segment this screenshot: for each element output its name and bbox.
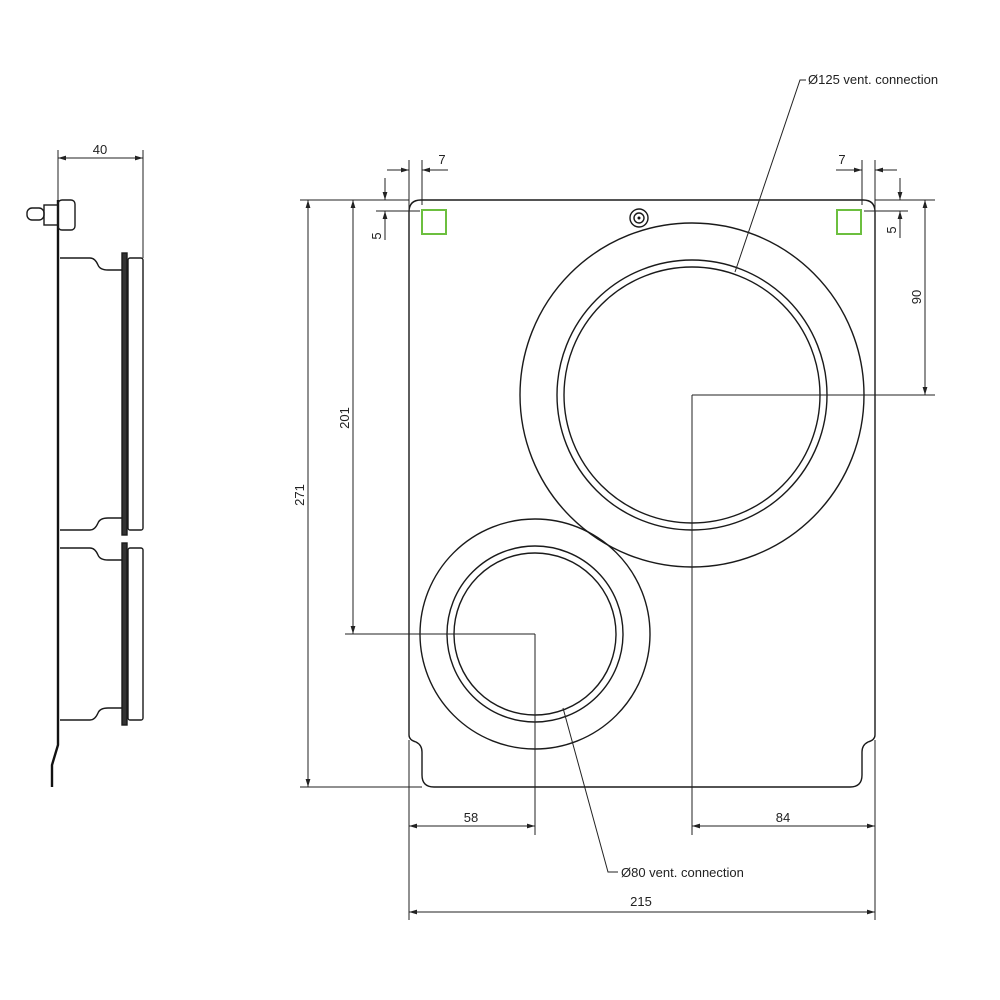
plate-outline (408, 199, 876, 788)
callout-large-connection: Ø125 vent. connection (808, 72, 938, 87)
dim-large-center-top: 90 (909, 290, 924, 304)
marker-left (421, 209, 447, 235)
leader-large (734, 79, 806, 273)
dim-vert-offset-left: 5 (369, 232, 384, 239)
dim-top-offset-right: 7 (838, 152, 845, 167)
dim-side-depth: 40 (93, 142, 107, 157)
dim-vert-offset-right: 5 (884, 226, 899, 233)
side-spigot-large (60, 252, 144, 536)
side-plate (50, 200, 60, 787)
dim-small-center-height: 201 (337, 407, 352, 429)
side-spigot-small (60, 542, 144, 726)
callout-small-connection: Ø80 vent. connection (621, 865, 744, 880)
dim-total-height: 271 (292, 484, 307, 506)
dim-large-center-right: 84 (776, 810, 790, 825)
knob-icon (629, 208, 649, 228)
side-view: 40 (26, 142, 144, 787)
dim-small-center-left: 58 (464, 810, 478, 825)
front-view: 271 201 90 215 58 84 7 7 5 (292, 72, 938, 920)
dim-top-offset-left: 7 (438, 152, 445, 167)
marker-right (836, 209, 862, 235)
side-knob (26, 199, 76, 231)
leader-small (562, 707, 618, 873)
dim-total-width: 215 (630, 894, 652, 909)
